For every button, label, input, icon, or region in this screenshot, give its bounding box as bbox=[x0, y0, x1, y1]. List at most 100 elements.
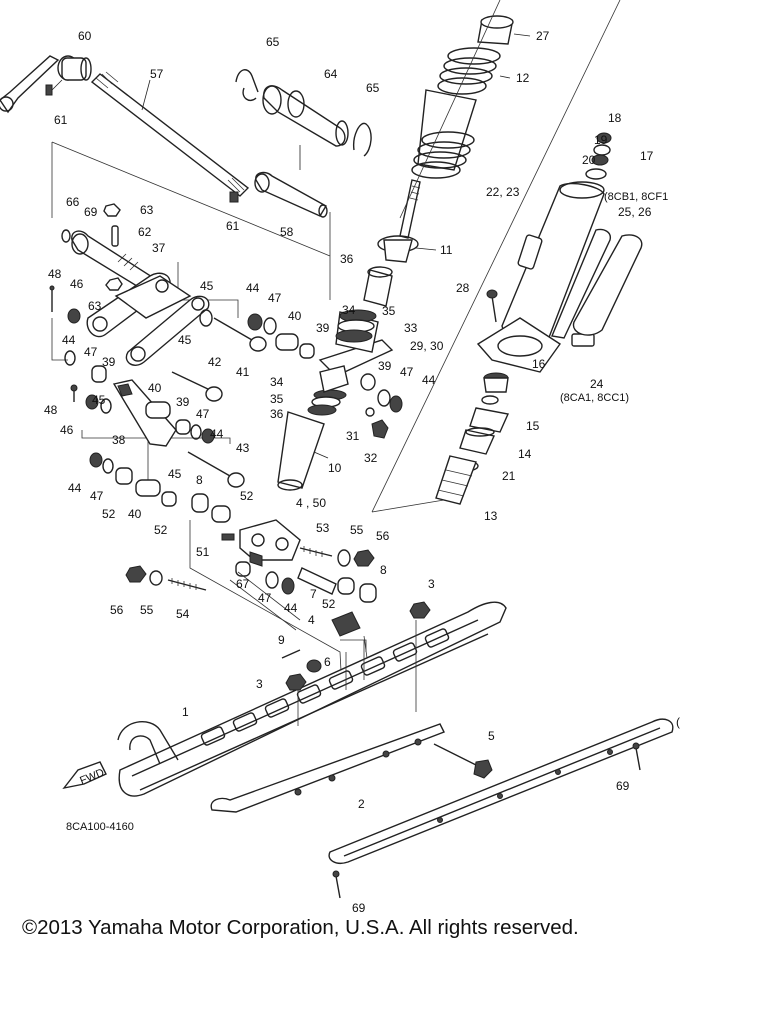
pin-9 bbox=[281, 649, 301, 659]
bushing-36-upper bbox=[363, 266, 393, 307]
callout-63a: 63 bbox=[140, 203, 154, 217]
callout-34b: 34 bbox=[270, 375, 284, 389]
washer-39-right bbox=[360, 373, 376, 391]
callout-22-note: (8CB1, 8CF1 bbox=[604, 191, 668, 203]
callout-45c: 45 bbox=[92, 393, 106, 407]
callout-15: 15 bbox=[526, 419, 540, 433]
callout-61b: 61 bbox=[226, 219, 240, 233]
washer-47-right bbox=[377, 389, 391, 407]
washer-44-upper bbox=[247, 313, 263, 331]
steering-arm-60 bbox=[0, 55, 92, 114]
spring-clip-65-right bbox=[352, 122, 372, 157]
drawing-code: 8CA100-4160 bbox=[66, 821, 134, 833]
callout-6: 6 bbox=[324, 655, 331, 669]
ski-1 bbox=[117, 601, 507, 797]
washer-44-left bbox=[64, 350, 76, 366]
callout-20: 20 bbox=[582, 153, 596, 167]
callout-69: 69 bbox=[84, 205, 98, 219]
bushing-11 bbox=[377, 235, 437, 263]
callout-45b: 45 bbox=[178, 333, 192, 347]
callout-11: 11 bbox=[440, 243, 453, 257]
callout-41: 41 bbox=[236, 365, 250, 379]
callout-17: 17 bbox=[640, 149, 654, 163]
callout-28: 28 bbox=[456, 281, 470, 295]
callout-35b: 35 bbox=[270, 392, 284, 406]
callout-52b: 52 bbox=[102, 507, 116, 521]
arm-38 bbox=[112, 379, 177, 447]
callout-10: 10 bbox=[328, 461, 342, 475]
washers-18-19-20 bbox=[585, 132, 612, 180]
washer-55-left bbox=[149, 570, 163, 586]
callout-24-note: (8CA1, 8CC1) bbox=[560, 392, 629, 404]
callout-46a: 46 bbox=[70, 277, 84, 291]
bushing-40-mid bbox=[145, 401, 171, 419]
bolt-54 bbox=[167, 578, 207, 591]
callout-16: 16 bbox=[532, 357, 546, 371]
bracket-37 bbox=[86, 272, 210, 366]
bushing-52-bottom bbox=[115, 467, 133, 485]
callout-22-23: 22, 23 bbox=[486, 185, 520, 199]
callout-47f: 47 bbox=[258, 591, 272, 605]
nut-56-right bbox=[353, 549, 375, 567]
fwd-arrow-icon bbox=[62, 761, 107, 790]
callout-39c: 39 bbox=[378, 359, 392, 373]
nut-56-left bbox=[125, 565, 147, 583]
callout-44c: 44 bbox=[422, 373, 436, 387]
callout-12: 12 bbox=[516, 71, 530, 85]
callout-5: 5 bbox=[488, 729, 495, 743]
callout-46b: 46 bbox=[60, 423, 74, 437]
callout-56b: 56 bbox=[110, 603, 124, 617]
callout-44d: 44 bbox=[210, 427, 224, 441]
cap-27 bbox=[477, 15, 531, 45]
callout-61a: 61 bbox=[54, 113, 68, 127]
callout-44f: 44 bbox=[284, 601, 298, 615]
callout-47d: 47 bbox=[196, 407, 210, 421]
bushing-40-upper bbox=[275, 333, 299, 351]
callout-35a: 35 bbox=[382, 304, 396, 318]
bushing-40-bottom bbox=[135, 479, 161, 497]
callout-36b: 36 bbox=[270, 407, 284, 421]
callout-69c: 69 bbox=[352, 901, 366, 915]
callout-47a: 47 bbox=[268, 291, 282, 305]
cap-16 bbox=[483, 372, 509, 393]
bracket-4-lower bbox=[331, 611, 361, 637]
pin-51 bbox=[221, 533, 235, 541]
collar-14 bbox=[459, 427, 495, 455]
callout-33: 33 bbox=[404, 321, 418, 335]
damper-base-24 bbox=[476, 317, 595, 373]
washer-47-lower-center bbox=[265, 571, 279, 589]
callout-39d: 39 bbox=[176, 395, 190, 409]
callout-52a: 52 bbox=[240, 489, 254, 503]
callout-67: 67 bbox=[236, 577, 250, 591]
callout-44a: 44 bbox=[246, 281, 260, 295]
washer-46-lower bbox=[85, 394, 99, 410]
callout-62: 62 bbox=[138, 225, 152, 239]
callout-65b: 65 bbox=[366, 81, 380, 95]
bushing-39-left bbox=[91, 365, 107, 383]
callout-47c: 47 bbox=[400, 365, 414, 379]
nut-3-right bbox=[409, 601, 431, 619]
pin-48-lower bbox=[70, 384, 78, 402]
callout-60: 60 bbox=[78, 29, 92, 43]
washer-63-top bbox=[103, 203, 121, 217]
callout-8b: 8 bbox=[380, 563, 387, 577]
callout-45a: 45 bbox=[200, 279, 214, 293]
spring-12 bbox=[411, 47, 511, 179]
bushing-39-mid bbox=[175, 419, 191, 435]
callout-40a: 40 bbox=[288, 309, 302, 323]
callout-66: 66 bbox=[66, 195, 80, 209]
bushing-52-right bbox=[337, 577, 355, 595]
washer-45-lower bbox=[100, 398, 112, 414]
callout-65a: 65 bbox=[266, 35, 280, 49]
callout-47b: 47 bbox=[84, 345, 98, 359]
pin-62 bbox=[111, 225, 119, 247]
clamp-29-30 bbox=[318, 339, 394, 393]
callout-69b: 69 bbox=[616, 779, 630, 793]
washer-55-right bbox=[337, 549, 351, 567]
shock-rod bbox=[399, 179, 421, 239]
callout-7: 7 bbox=[310, 587, 317, 601]
washer-44-bottom bbox=[89, 452, 103, 468]
bolt-43 bbox=[187, 451, 245, 488]
